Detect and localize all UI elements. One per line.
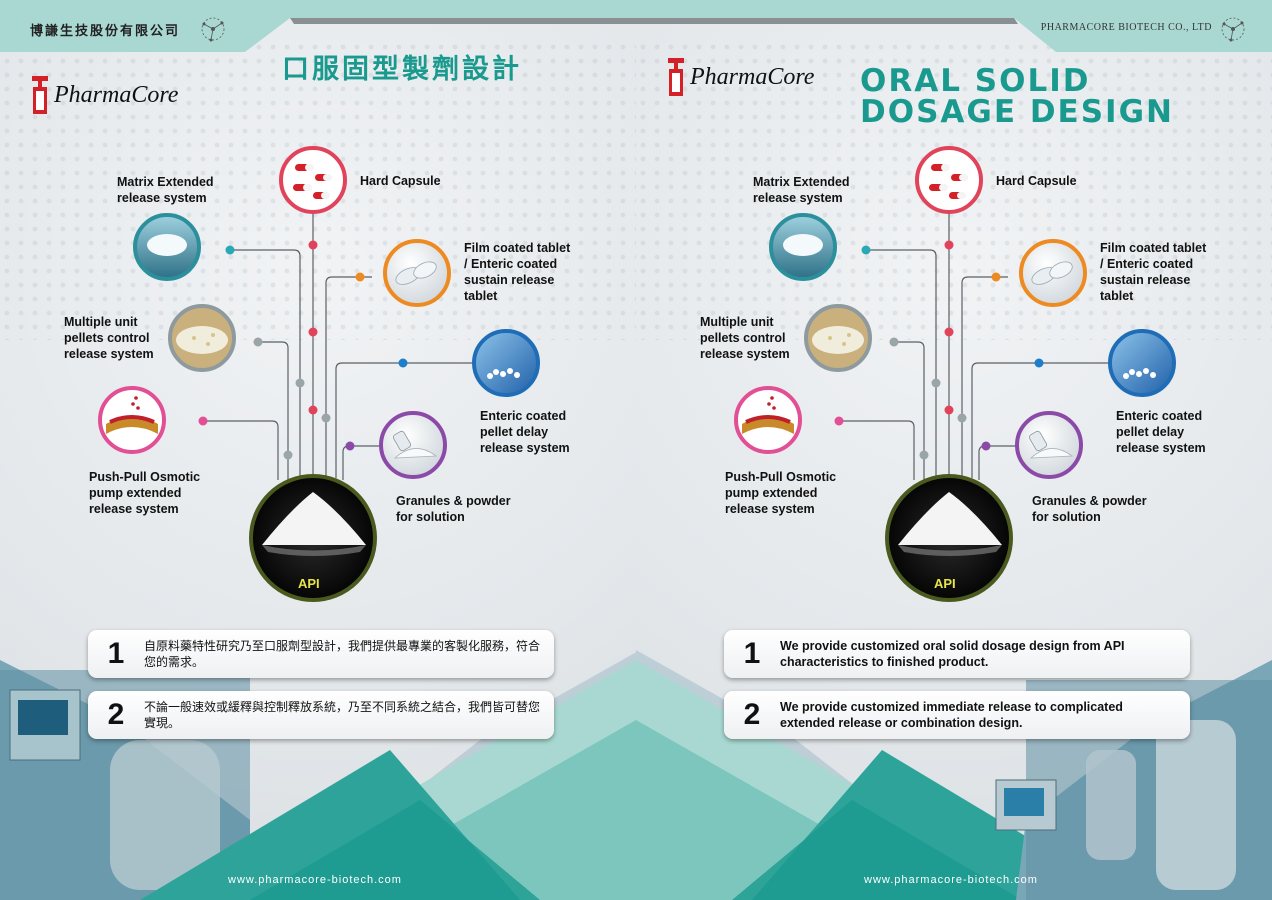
granules-circle xyxy=(1015,411,1083,479)
api-circle xyxy=(885,474,1013,602)
film-tablet-circle xyxy=(383,239,451,307)
page-title-en: ORAL SOLID DOSAGE DESIGN xyxy=(860,63,1174,130)
info-number: 2 xyxy=(107,698,125,731)
film-tablet-label: Film coated tablet / Enteric coated sust… xyxy=(464,241,571,303)
logo-mark-icon xyxy=(32,76,48,114)
info-text: We provide customized oral solid dosage … xyxy=(780,639,1125,669)
info-text: 不論一般速效或緩釋與控制釋放系統，乃至不同系統之結合，我們皆可替您實現。 xyxy=(144,700,541,730)
multiple-unit-circle xyxy=(804,304,872,372)
info-text: 自原料藥特性研究乃至口服劑型設計，我們提供最專業的客製化服務，符合您的需求。 xyxy=(144,639,541,669)
molecule-icon xyxy=(1221,17,1245,42)
matrix-circle xyxy=(133,213,201,281)
info-box-1: 1 自原料藥特性研究乃至口服劑型設計，我們提供最專業的客製化服務，符合您的需求。 xyxy=(88,630,554,678)
dosage-diagram xyxy=(734,146,1176,602)
hard-capsule-circle xyxy=(279,146,347,214)
osmotic-pump-circle xyxy=(98,386,166,454)
api-label: API xyxy=(934,576,956,591)
info-number: 1 xyxy=(107,637,125,670)
multiple-unit-label: Multiple unit pellets control release sy… xyxy=(700,315,790,361)
hard-capsule-label: Hard Capsule xyxy=(360,174,441,188)
page-title-zh: 口服固型製劑設計 xyxy=(282,54,522,85)
film-tablet-circle xyxy=(1019,239,1087,307)
film-tablet-label: Film coated tablet / Enteric coated sust… xyxy=(1100,241,1207,303)
top-band xyxy=(636,0,1272,52)
info-number: 1 xyxy=(743,637,761,670)
logo-text: PharmaCore xyxy=(54,81,179,108)
granules-label: Granules & powder for solution xyxy=(1032,494,1147,524)
bottom-art xyxy=(636,650,1272,900)
connector-dots xyxy=(198,240,408,460)
info-box-2: 2 We provide customized immediate releas… xyxy=(724,691,1190,739)
website-url[interactable]: www.pharmacore-biotech.com xyxy=(864,874,1038,886)
hard-capsule-label: Hard Capsule xyxy=(996,174,1077,188)
right-page: PHARMACORE BIOTECH CO., LTD PharmaCore O… xyxy=(636,0,1272,900)
enteric-pellet-circle xyxy=(1108,329,1176,397)
left-page: 博謙生技股份有限公司 PharmaCore 口服固型製劑設計 xyxy=(0,0,636,900)
enteric-pellet-circle xyxy=(472,329,540,397)
dosage-diagram xyxy=(98,146,540,602)
multiple-unit-circle xyxy=(168,304,236,372)
info-number: 2 xyxy=(743,698,761,731)
multiple-unit-label: Multiple unit pellets control release sy… xyxy=(64,315,154,361)
osmotic-pump-circle xyxy=(734,386,802,454)
website-url[interactable]: www.pharmacore-biotech.com xyxy=(228,874,402,886)
top-band xyxy=(0,0,636,52)
molecule-icon xyxy=(201,17,225,42)
matrix-circle xyxy=(769,213,837,281)
api-circle xyxy=(249,474,377,602)
company-name-en: PHARMACORE BIOTECH CO., LTD xyxy=(1040,22,1212,33)
pharmacore-logo: PharmaCore xyxy=(32,76,178,114)
pharmacore-logo: PharmaCore xyxy=(668,58,814,96)
connector-dots xyxy=(834,240,1044,460)
enteric-pellet-label: Enteric coated pellet delay release syst… xyxy=(1116,409,1206,455)
info-text: We provide customized immediate release … xyxy=(780,700,1123,730)
logo-mark-icon xyxy=(668,58,684,96)
osmotic-pump-label: Push-Pull Osmotic pump extended release … xyxy=(725,470,837,516)
granules-circle xyxy=(379,411,447,479)
api-label: API xyxy=(298,576,320,591)
info-box-1: 1 We provide customized oral solid dosag… xyxy=(724,630,1190,678)
matrix-label: Matrix Extended release system xyxy=(753,175,850,205)
granules-label: Granules & powder for solution xyxy=(396,494,511,524)
company-name-zh: 博謙生技股份有限公司 xyxy=(30,24,181,39)
hard-capsule-circle xyxy=(915,146,983,214)
enteric-pellet-label: Enteric coated pellet delay release syst… xyxy=(480,409,570,455)
matrix-label: Matrix Extended release system xyxy=(117,175,214,205)
info-box-2: 2 不論一般速效或緩釋與控制釋放系統，乃至不同系統之結合，我們皆可替您實現。 xyxy=(88,691,554,739)
logo-text: PharmaCore xyxy=(690,63,815,90)
osmotic-pump-label: Push-Pull Osmotic pump extended release … xyxy=(89,470,201,516)
